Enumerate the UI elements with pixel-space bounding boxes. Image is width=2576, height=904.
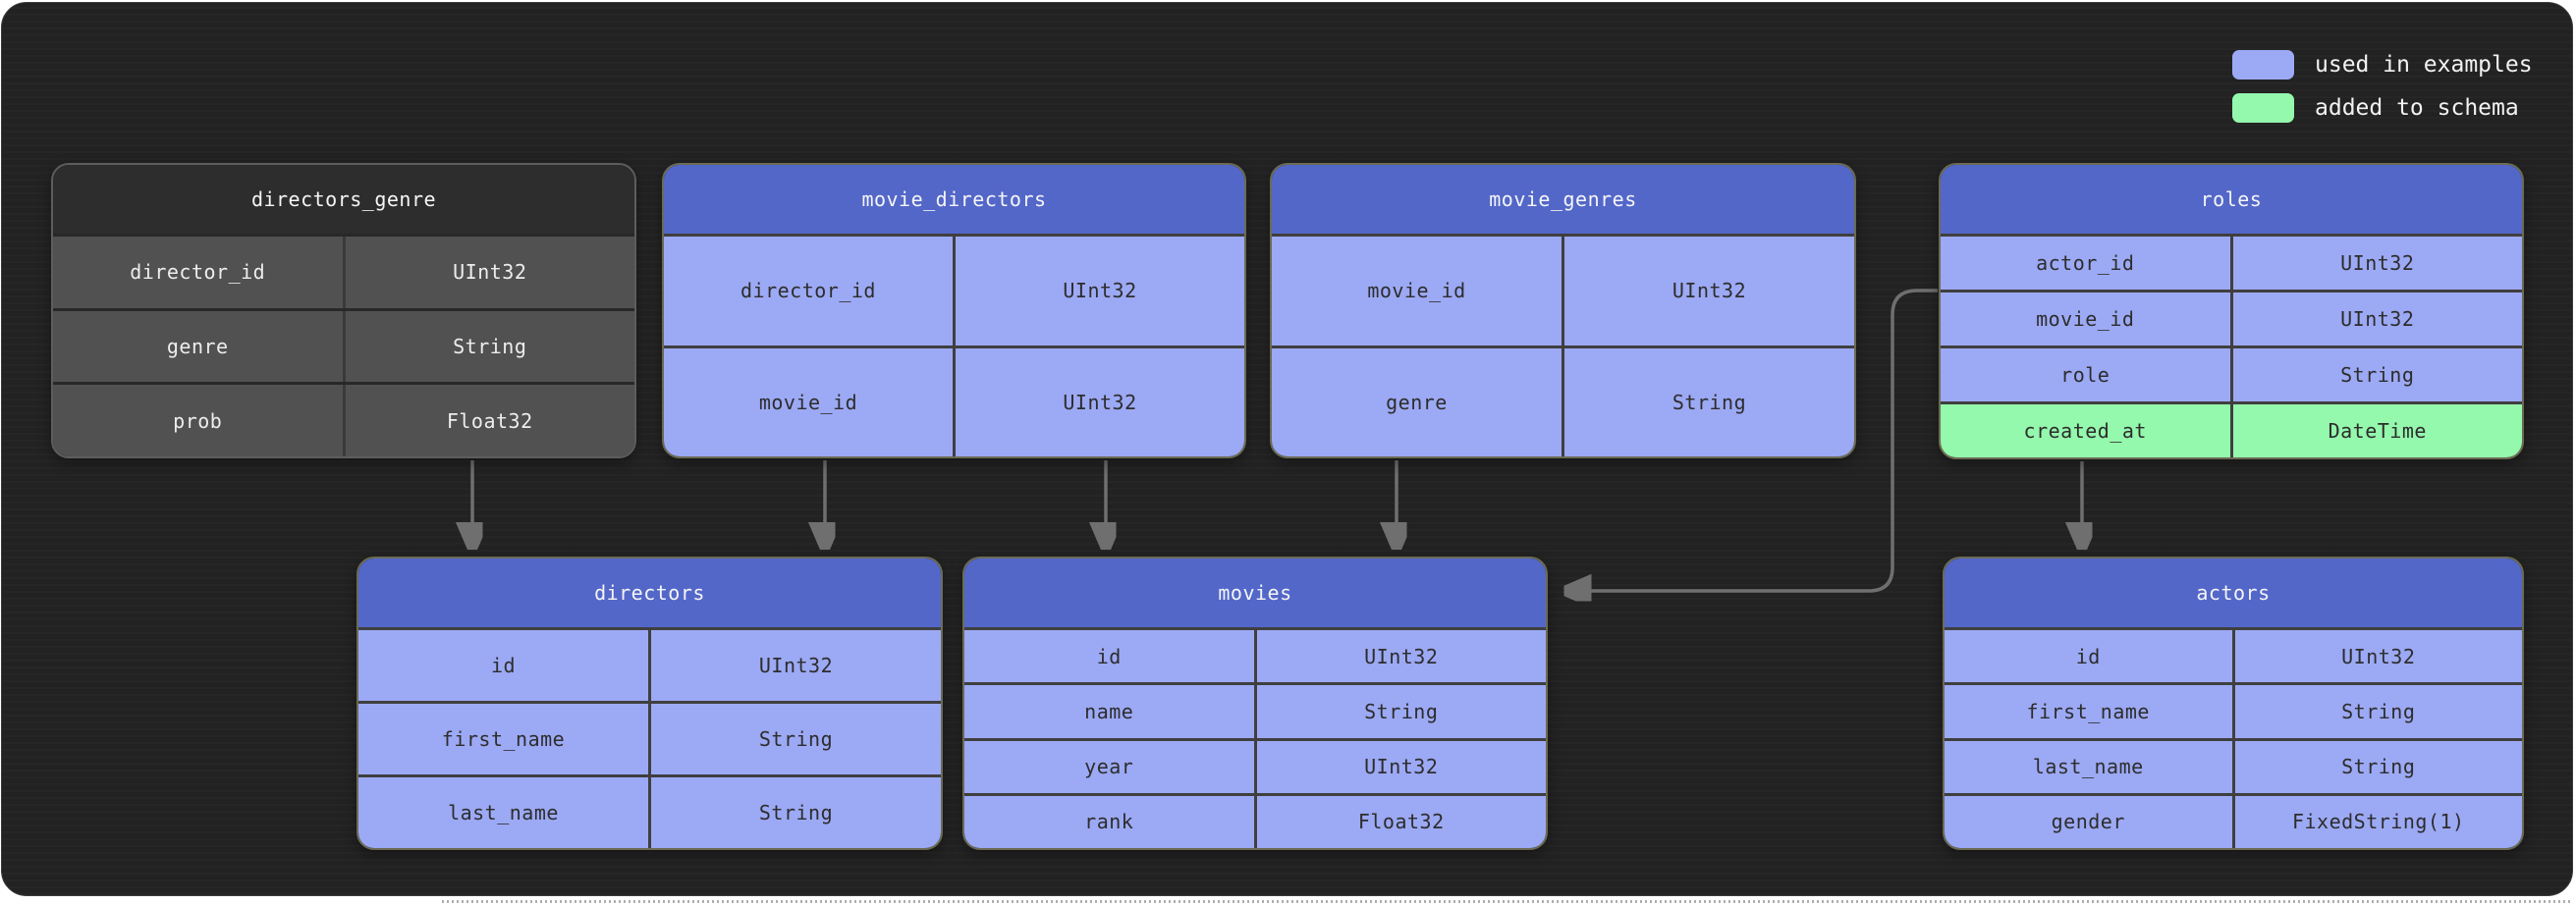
- column-type-cell: String: [2229, 348, 2523, 401]
- column-name-cell: prob: [173, 408, 223, 433]
- column-name-cell: gender: [2051, 810, 2125, 834]
- table-title-roles: roles: [1941, 165, 2522, 234]
- table-row-movie_genres-movie_id: movie_id UInt32: [1272, 234, 1854, 346]
- column-type-cell: FixedString(1): [2231, 795, 2523, 848]
- column-name-cell: role: [2060, 363, 2110, 387]
- legend-swatch-green: [2232, 93, 2294, 123]
- column-name-cell: name: [1084, 699, 1134, 723]
- table-directors_genre: directors_genre director_id UInt32 genre Str…: [51, 163, 636, 458]
- table-row-directors-first_name: first_name String: [358, 701, 941, 774]
- table-movie_genres: movie_genres movie_id UInt32 genre String: [1270, 163, 1856, 458]
- column-name-cell: first_name: [441, 727, 566, 751]
- column-name-cell: director_id: [130, 260, 266, 285]
- column-type-cell: UInt32: [2229, 292, 2523, 346]
- table-row-directors_genre-prob: prob Float32: [53, 382, 634, 456]
- column-type-cell: String: [1562, 347, 1854, 456]
- column-type-cell: String: [648, 704, 941, 774]
- column-name-cell: genre: [1386, 390, 1448, 414]
- column-name-cell: created_at: [2023, 419, 2147, 443]
- column-name-cell: actor_id: [2036, 251, 2135, 275]
- table-row-actors-id: id UInt32: [1945, 627, 2523, 683]
- table-title-actors: actors: [1945, 558, 2522, 627]
- column-type-cell: UInt32: [1562, 237, 1854, 346]
- column-name-cell: genre: [166, 335, 229, 358]
- column-type-cell: String: [2231, 740, 2523, 793]
- table-row-roles-movie_id: movie_id UInt32: [1941, 290, 2522, 346]
- column-name-cell: movie_id: [1367, 279, 1466, 303]
- table-row-actors-gender: gender FixedString(1): [1945, 792, 2523, 848]
- table-row-actors-last_name: last_name String: [1945, 737, 2523, 793]
- column-type-cell: UInt32: [1253, 630, 1547, 683]
- legend-item-used-in-examples: used in examples: [2232, 50, 2533, 80]
- column-type-cell: UInt32: [953, 347, 1244, 456]
- column-type-cell: String: [342, 310, 635, 383]
- table-row-directors_genre-genre: genre String: [53, 307, 635, 383]
- column-type-cell: UInt32: [953, 237, 1244, 346]
- legend-swatch-blue: [2232, 50, 2294, 80]
- table-row-movie_directors-director_id: director_id UInt32: [664, 234, 1244, 346]
- legend-label: added to schema: [2315, 95, 2519, 121]
- column-type-cell: UInt32: [2231, 630, 2523, 683]
- column-name-cell: id: [2075, 644, 2101, 668]
- column-type-cell: UInt32: [1253, 740, 1547, 793]
- table-title-movies: movies: [964, 558, 1546, 627]
- table-row-movie_directors-movie_id: movie_id UInt32: [664, 345, 1244, 456]
- legend: used in examples added to schema: [2232, 50, 2533, 123]
- table-title-movie_directors: movie_directors: [664, 165, 1244, 234]
- table-row-roles-created_at: created_at DateTime: [1941, 401, 2522, 457]
- column-type-cell: String: [1253, 685, 1547, 738]
- table-row-roles-actor_id: actor_id UInt32: [1941, 234, 2522, 290]
- column-name-cell: last_name: [2032, 755, 2144, 779]
- column-name-cell: movie_id: [758, 390, 858, 414]
- table-title-movie_genres: movie_genres: [1272, 165, 1854, 234]
- table-row-directors_genre-director_id: director_id UInt32: [53, 234, 634, 308]
- column-name-cell: year: [1084, 755, 1134, 779]
- table-row-movies-name: name String: [964, 682, 1547, 738]
- table-row-movies-rank: rank Float32: [964, 792, 1547, 848]
- column-type-cell: Float32: [1253, 795, 1547, 848]
- table-title-directors_genre: directors_genre: [53, 165, 634, 234]
- cropped-caption-noise: [442, 900, 2572, 903]
- column-type-cell: UInt32: [342, 237, 635, 308]
- column-type-cell: String: [2231, 685, 2523, 738]
- column-name-cell: rank: [1084, 810, 1134, 834]
- table-row-actors-first_name: first_name String: [1945, 682, 2523, 738]
- table-row-roles-role: role String: [1941, 346, 2522, 401]
- column-type-cell: String: [648, 777, 941, 848]
- column-type-cell: Float32: [342, 385, 635, 456]
- column-name-cell: id: [490, 654, 517, 677]
- column-name-cell: movie_id: [2036, 307, 2135, 331]
- table-row-directors-last_name: last_name String: [358, 774, 941, 848]
- column-name-cell: id: [1096, 644, 1122, 668]
- legend-item-added-to-schema: added to schema: [2232, 93, 2533, 123]
- column-name-cell: last_name: [448, 801, 559, 824]
- column-name-cell: first_name: [2026, 699, 2150, 723]
- table-row-movie_genres-genre: genre String: [1272, 345, 1854, 456]
- column-type-cell: UInt32: [648, 630, 941, 701]
- table-row-movies-year: year UInt32: [964, 737, 1547, 793]
- table-row-movies-id: id UInt32: [964, 627, 1547, 683]
- table-row-directors-id: id UInt32: [358, 627, 941, 701]
- column-type-cell: UInt32: [2229, 237, 2523, 290]
- column-type-cell: DateTime: [2229, 404, 2523, 457]
- table-title-directors: directors: [358, 558, 941, 627]
- legend-label: used in examples: [2315, 52, 2533, 78]
- column-name-cell: director_id: [740, 279, 876, 303]
